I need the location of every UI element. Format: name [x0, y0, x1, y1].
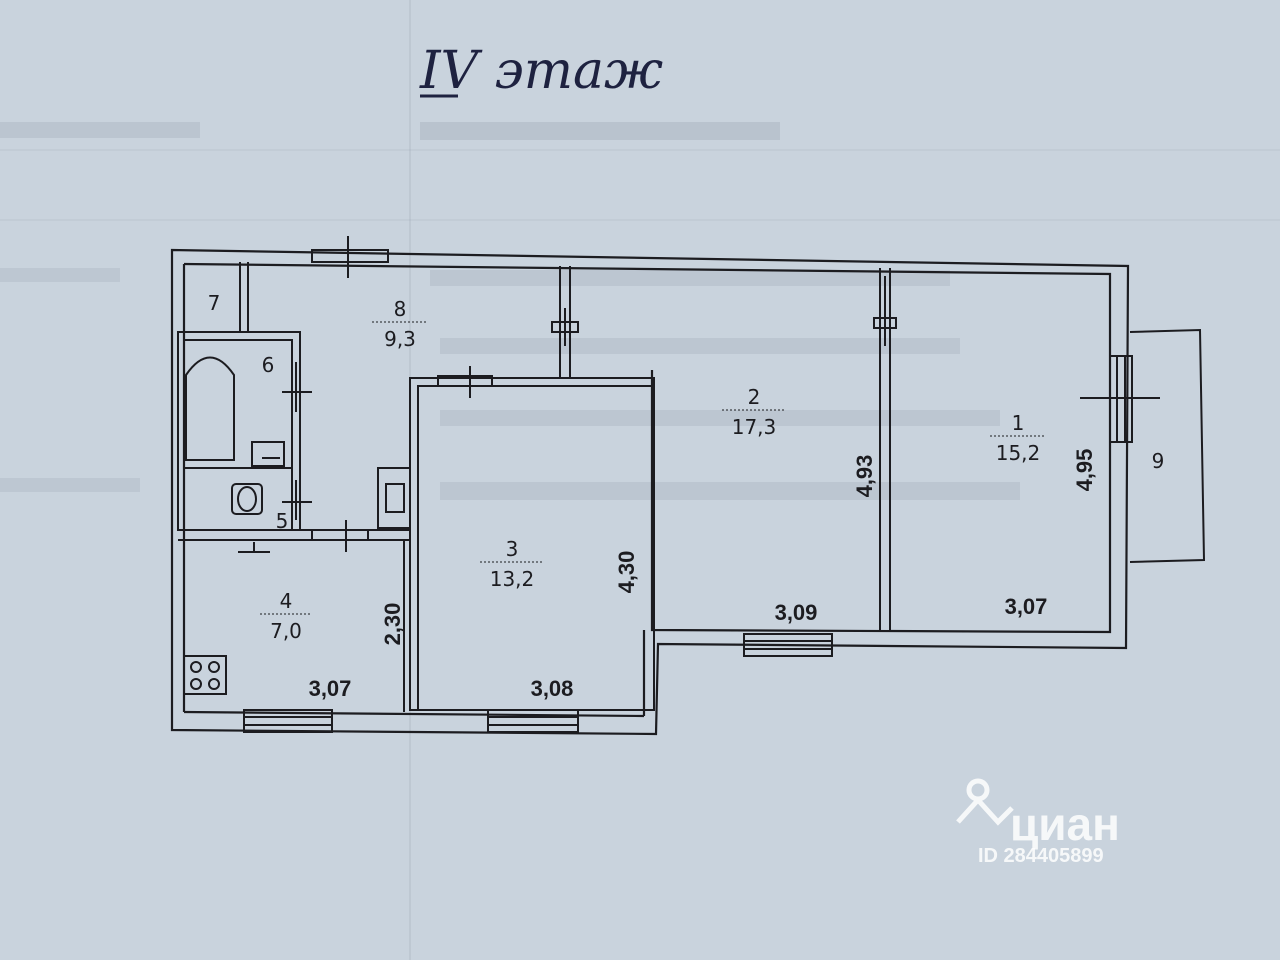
room-area-4: 7,0 [270, 619, 302, 643]
dim-room2-width: 3,09 [775, 600, 818, 625]
watermark-listing-id: ID 284405899 [978, 845, 1104, 867]
pin-icon [956, 778, 1014, 826]
balcony [1129, 328, 1206, 563]
dim-room3-depth: 4,30 [614, 551, 639, 594]
dim-room3-width: 3,08 [531, 676, 574, 701]
toilet-icon [231, 483, 263, 515]
room-area-1: 15,2 [996, 441, 1041, 465]
sink-icon [251, 441, 285, 467]
dim-room1-width: 3,07 [1005, 594, 1048, 619]
room-number-6: 6 [262, 353, 275, 377]
room-labels: 1 15,2 2 17,3 3 13,2 4 7,0 5 6 7 8 9,3 9 [208, 291, 1165, 643]
watermark: циан ID 284405899 [956, 778, 1120, 867]
outer-walls [170, 248, 1130, 736]
room-number-5: 5 [276, 509, 289, 533]
bathtub-icon [185, 356, 235, 461]
dim-room4-width: 3,07 [309, 676, 352, 701]
doors [282, 236, 897, 552]
room-number-3: 3 [506, 537, 519, 561]
room-number-4: 4 [280, 589, 293, 613]
dim-room1-depth: 4,95 [1072, 449, 1097, 492]
windows [243, 355, 1160, 733]
floor-title: IV этаж [419, 41, 663, 101]
stove-icon [183, 655, 227, 695]
dim-room2-depth: 4,93 [852, 455, 877, 498]
room-area-2: 17,3 [732, 415, 777, 439]
room-number-9: 9 [1152, 449, 1165, 473]
vent-shaft-icon [377, 467, 411, 529]
room-area-3: 13,2 [490, 567, 535, 591]
room-number-2: 2 [748, 385, 761, 409]
watermark-brand: циан [1010, 798, 1120, 850]
dimension-labels: 3,07 4,95 3,09 4,93 3,08 4,30 3,07 2,30 [309, 449, 1097, 701]
dim-room4-depth: 2,30 [380, 603, 405, 646]
room-number-1: 1 [1012, 411, 1025, 435]
room-number-7: 7 [208, 291, 221, 315]
room-number-8: 8 [394, 297, 407, 321]
room-area-8: 9,3 [384, 327, 416, 351]
